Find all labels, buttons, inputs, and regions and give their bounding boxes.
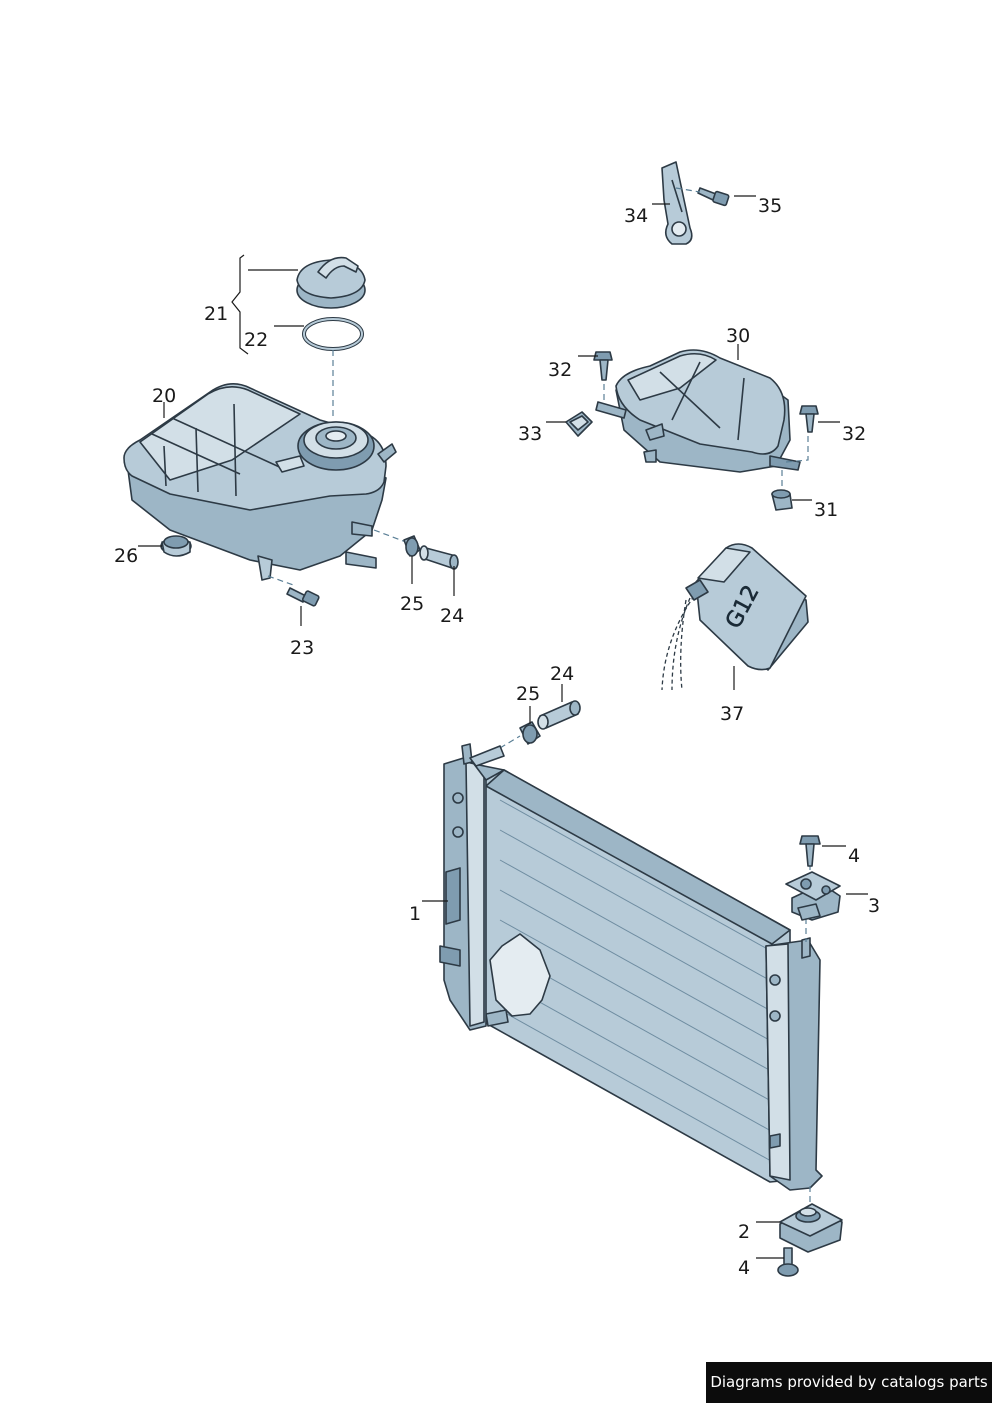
screw-part-4-lower bbox=[777, 1247, 799, 1277]
label-part-34: 34 bbox=[624, 205, 648, 227]
hose-part-24-lower bbox=[537, 700, 581, 730]
label-part-20: 20 bbox=[152, 385, 176, 407]
label-part-2: 2 bbox=[738, 1221, 750, 1243]
screw-part-23 bbox=[286, 587, 320, 607]
clip-part-33 bbox=[565, 411, 593, 437]
label-part-30: 30 bbox=[726, 325, 750, 347]
screw-part-4-upper bbox=[799, 835, 821, 867]
label-part-32-right: 32 bbox=[842, 423, 866, 445]
mount-part-3 bbox=[785, 871, 841, 921]
radiator-part-1 bbox=[439, 743, 823, 1191]
clamp-part-25-upper bbox=[403, 535, 421, 557]
expansion-tank-part-30 bbox=[595, 349, 801, 473]
label-part-35: 35 bbox=[758, 195, 782, 217]
label-part-3: 3 bbox=[868, 895, 880, 917]
credit-banner: Diagrams provided by catalogs parts bbox=[706, 1362, 992, 1403]
label-part-33: 33 bbox=[518, 423, 542, 445]
label-part-26: 26 bbox=[114, 545, 138, 567]
plug-part-26 bbox=[160, 535, 192, 557]
expansion-tank-part-20 bbox=[123, 383, 397, 581]
mount-part-2 bbox=[779, 1203, 843, 1253]
cap-part-21 bbox=[296, 256, 366, 309]
label-part-25-upper: 25 bbox=[400, 593, 424, 615]
screw-part-35 bbox=[697, 187, 730, 207]
part-labels: 1 2 3 4 4 20 21 22 23 24 24 25 25 26 30 … bbox=[114, 195, 880, 1279]
bracket-part-34 bbox=[661, 161, 693, 245]
hose-part-24-upper bbox=[419, 545, 459, 570]
screw-part-32-left bbox=[593, 351, 613, 381]
label-part-25-lower: 25 bbox=[516, 683, 540, 705]
label-part-4-upper: 4 bbox=[848, 845, 860, 867]
leader-lines bbox=[138, 195, 868, 1259]
label-part-32-left: 32 bbox=[548, 359, 572, 381]
label-part-1: 1 bbox=[409, 903, 421, 925]
seal-part-22 bbox=[302, 317, 364, 351]
label-part-21: 21 bbox=[204, 303, 228, 325]
label-part-23: 23 bbox=[290, 637, 314, 659]
clamp-part-25-lower bbox=[519, 721, 541, 745]
label-part-4-lower: 4 bbox=[738, 1257, 750, 1279]
label-part-24-lower: 24 bbox=[550, 663, 574, 685]
label-part-37: 37 bbox=[720, 703, 744, 725]
grommet-part-31 bbox=[771, 489, 793, 511]
label-part-31: 31 bbox=[814, 499, 838, 521]
screw-part-32-right bbox=[799, 405, 819, 433]
label-part-24-upper: 24 bbox=[440, 605, 464, 627]
label-part-22: 22 bbox=[244, 329, 268, 351]
coolant-bottle-part-37: G12 bbox=[661, 543, 809, 691]
